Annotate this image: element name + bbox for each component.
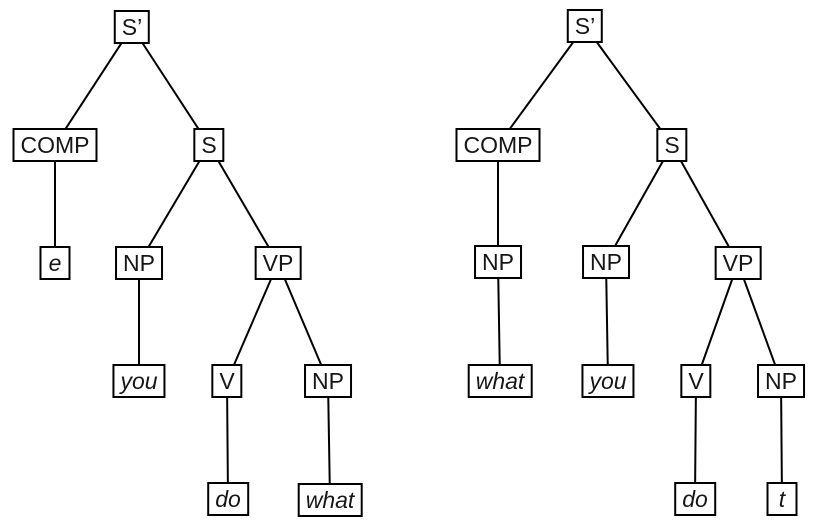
tree-node-left-tree-e: e xyxy=(39,246,71,280)
tree-edge-left-tree-vp-v xyxy=(226,262,279,382)
tree-edge-left-tree-s-vp xyxy=(208,144,279,264)
tree-node-right-tree-s: S xyxy=(656,128,688,162)
tree-edge-left-tree-sbar-comp xyxy=(54,26,133,146)
tree-node-left-tree-you: you xyxy=(112,364,166,398)
tree-node-right-tree-t: t xyxy=(766,482,798,516)
tree-node-left-tree-np1: NP xyxy=(115,246,163,280)
tree-node-right-tree-np3: NP xyxy=(757,364,805,398)
tree-node-right-tree-np2: NP xyxy=(582,245,630,279)
tree-edge-right-tree-np1-what xyxy=(497,261,501,382)
tree-edge-left-tree-s-np1 xyxy=(138,144,210,264)
tree-edge-left-tree-v-do xyxy=(226,380,229,500)
tree-node-right-tree-vp: VP xyxy=(714,246,762,280)
tree-node-right-tree-you: you xyxy=(581,364,635,398)
tree-edge-right-tree-v-do xyxy=(694,380,697,500)
tree-node-left-tree-what: what xyxy=(297,483,363,517)
tree-node-left-tree-comp: COMP xyxy=(12,128,98,162)
tree-node-right-tree-sbar: S’ xyxy=(566,9,604,43)
tree-edge-left-tree-np2-what xyxy=(327,380,331,501)
tree-node-right-tree-what: what xyxy=(467,364,533,398)
tree-node-right-tree-v: V xyxy=(680,364,712,398)
tree-node-left-tree-vp: VP xyxy=(254,246,302,280)
tree-edge-right-tree-vp-np3 xyxy=(737,262,782,382)
tree-edge-right-tree-s-vp xyxy=(671,144,739,264)
tree-node-right-tree-do: do xyxy=(674,482,716,516)
tree-node-left-tree-np2: NP xyxy=(304,364,352,398)
tree-node-left-tree-do: do xyxy=(207,482,249,516)
tree-node-left-tree-v: V xyxy=(211,364,243,398)
tree-node-right-tree-comp: COMP xyxy=(455,128,541,162)
tree-edge-right-tree-s-np2 xyxy=(605,144,673,263)
tree-edge-left-tree-sbar-s xyxy=(131,26,210,146)
tree-edge-right-tree-np2-you xyxy=(605,261,609,382)
tree-edge-left-tree-vp-np2 xyxy=(277,262,329,382)
tree-node-left-tree-s: S xyxy=(193,128,225,162)
tree-node-left-tree-sbar: S’ xyxy=(113,10,151,44)
tree-edge-right-tree-sbar-s xyxy=(584,25,673,146)
tree-edge-right-tree-np3-t xyxy=(780,380,783,500)
tree-edge-right-tree-vp-v xyxy=(695,262,739,382)
tree-node-right-tree-np1: NP xyxy=(474,245,522,279)
tree-edge-right-tree-sbar-comp xyxy=(497,25,586,146)
